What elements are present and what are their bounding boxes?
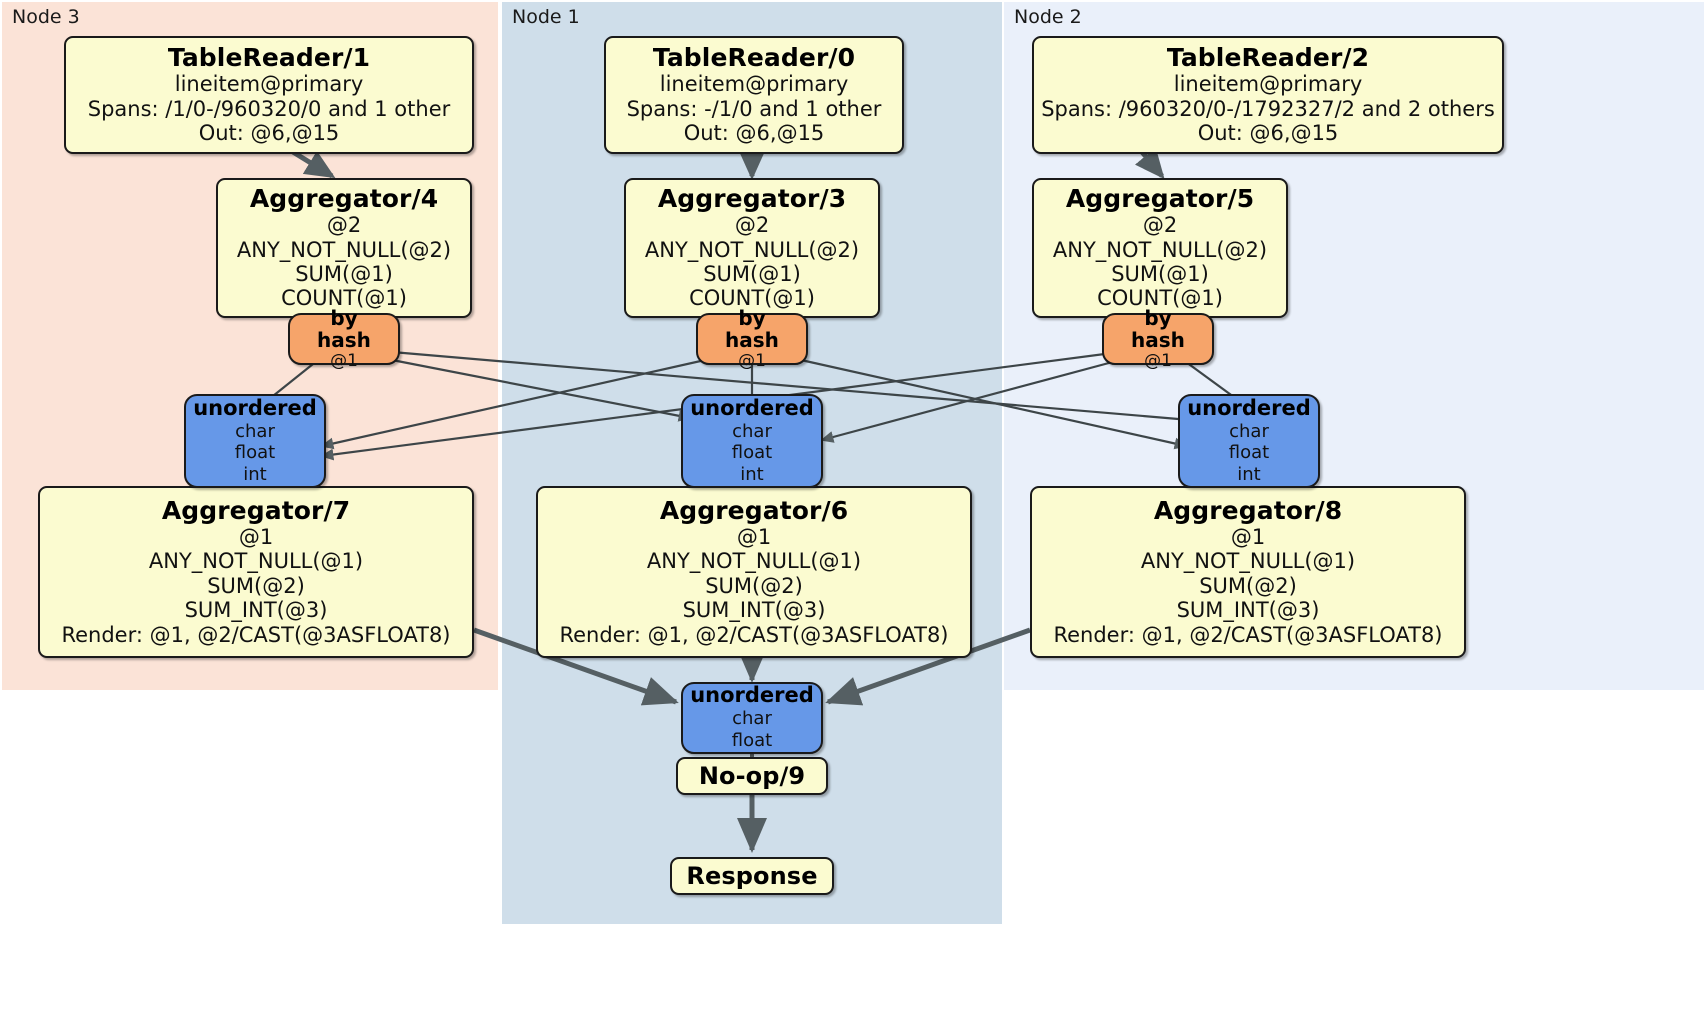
processor-line: lineitem@primary [659, 72, 849, 97]
processor-title: Aggregator/3 [657, 184, 847, 214]
synchronizer-unordered-node1[interactable]: unordered char float int [681, 394, 823, 488]
processor-title: Aggregator/6 [659, 496, 849, 526]
router-title: by hash [725, 305, 779, 353]
processor-title: Response [686, 861, 818, 890]
synchronizer-title: unordered [690, 395, 814, 420]
synchronizer-title: unordered [193, 395, 317, 420]
processor-line: ANY_NOT_NULL(@1) [646, 549, 862, 574]
processor-render-line: Render: @1, @2/CAST(@3ASFLOAT8) [61, 622, 451, 647]
synchronizer-type: int [243, 463, 267, 485]
router-by-hash-node1[interactable]: by hash @1 [696, 307, 808, 370]
synchronizer-title: unordered [1187, 395, 1311, 420]
processor-aggregator-3[interactable]: Aggregator/3 @2 ANY_NOT_NULL(@2) SUM(@1)… [624, 178, 880, 318]
synchronizer-type: char [1229, 420, 1269, 442]
router-line: @1 [738, 350, 766, 371]
processor-line: Out: @6,@15 [1197, 121, 1339, 146]
processor-line: ANY_NOT_NULL(@2) [1052, 237, 1268, 262]
processor-title: TableReader/2 [1166, 43, 1370, 73]
processor-aggregator-8[interactable]: Aggregator/8 @1 ANY_NOT_NULL(@1) SUM(@2)… [1030, 486, 1466, 658]
processor-title: Aggregator/5 [1065, 184, 1255, 214]
processor-render-line: Render: @1, @2/CAST(@3ASFLOAT8) [559, 622, 949, 647]
processor-aggregator-4[interactable]: Aggregator/4 @2 ANY_NOT_NULL(@2) SUM(@1)… [216, 178, 472, 318]
processor-line: SUM(@2) [1199, 573, 1297, 598]
processor-line: Out: @6,@15 [683, 121, 825, 146]
synchronizer-unordered-node2[interactable]: unordered char float int [1178, 394, 1320, 488]
processor-noop-9[interactable]: No-op/9 [676, 757, 828, 795]
processor-line: Spans: -/1/0 and 1 other [626, 96, 882, 121]
processor-line: lineitem@primary [1173, 72, 1363, 97]
processor-line: @2 [326, 213, 362, 238]
processor-line: SUM(@1) [1111, 262, 1209, 286]
synchronizer-type: int [740, 463, 764, 485]
processor-line: ANY_NOT_NULL(@1) [1140, 549, 1356, 574]
processor-line: SUM(@1) [295, 262, 393, 286]
processor-tablereader-0[interactable]: TableReader/0 lineitem@primary Spans: -/… [604, 36, 904, 154]
synchronizer-type: char [235, 420, 275, 442]
processor-aggregator-5[interactable]: Aggregator/5 @2 ANY_NOT_NULL(@2) SUM(@1)… [1032, 178, 1288, 318]
synchronizer-type: char [732, 708, 772, 730]
processor-title: Aggregator/4 [249, 184, 439, 214]
processor-render-line: Render: @1, @2/CAST(@3ASFLOAT8) [1053, 622, 1443, 647]
synchronizer-type: float [234, 442, 276, 464]
router-title: by hash [317, 305, 371, 353]
processor-line: COUNT(@1) [1097, 286, 1223, 311]
processor-aggregator-7[interactable]: Aggregator/7 @1 ANY_NOT_NULL(@1) SUM(@2)… [38, 486, 474, 658]
panel-node-2-label: Node 2 [1014, 6, 1082, 28]
router-by-hash-node3[interactable]: by hash @1 [288, 307, 400, 370]
router-line: @1 [1144, 350, 1172, 371]
synchronizer-type: float [731, 729, 773, 751]
processor-title: Aggregator/7 [161, 496, 351, 526]
processor-line: @1 [1230, 525, 1266, 550]
router-by-hash-node2[interactable]: by hash @1 [1102, 307, 1214, 370]
processor-title: Aggregator/8 [1153, 496, 1343, 526]
processor-line: SUM_INT(@3) [682, 598, 826, 623]
processor-title: TableReader/1 [167, 43, 371, 73]
synchronizer-type: char [732, 420, 772, 442]
processor-line: ANY_NOT_NULL(@2) [644, 237, 860, 262]
synchronizer-type: float [731, 442, 773, 464]
processor-line: COUNT(@1) [281, 286, 407, 311]
processor-line: @1 [238, 525, 274, 550]
synchronizer-unordered-final[interactable]: unordered char float [681, 682, 823, 754]
processor-line: @2 [734, 213, 770, 238]
panel-node-3-label: Node 3 [12, 6, 80, 28]
processor-tablereader-1[interactable]: TableReader/1 lineitem@primary Spans: /1… [64, 36, 474, 154]
processor-line: COUNT(@1) [689, 286, 815, 311]
processor-line: SUM(@2) [207, 573, 305, 598]
processor-response[interactable]: Response [670, 857, 834, 895]
synchronizer-title: unordered [690, 683, 814, 708]
processor-line: Spans: /1/0-/960320/0 and 1 other [87, 96, 451, 121]
processor-line: SUM_INT(@3) [1176, 598, 1320, 623]
router-line: @1 [330, 350, 358, 371]
processor-line: @1 [736, 525, 772, 550]
processor-line: SUM_INT(@3) [184, 598, 328, 623]
processor-aggregator-6[interactable]: Aggregator/6 @1 ANY_NOT_NULL(@1) SUM(@2)… [536, 486, 972, 658]
processor-line: Spans: /960320/0-/1792327/2 and 2 others [1041, 96, 1495, 121]
processor-line: lineitem@primary [174, 72, 364, 97]
processor-tablereader-2[interactable]: TableReader/2 lineitem@primary Spans: /9… [1032, 36, 1504, 154]
processor-line: SUM(@2) [705, 573, 803, 598]
processor-line: @2 [1142, 213, 1178, 238]
processor-line: Out: @6,@15 [198, 121, 340, 146]
router-title: by hash [1131, 305, 1185, 353]
synchronizer-type: int [1237, 463, 1261, 485]
synchronizer-type: float [1228, 442, 1270, 464]
processor-title: No-op/9 [698, 761, 806, 790]
processor-title: TableReader/0 [652, 43, 856, 73]
panel-node-1-label: Node 1 [512, 6, 580, 28]
processor-line: SUM(@1) [703, 262, 801, 286]
processor-line: ANY_NOT_NULL(@1) [148, 549, 364, 574]
processor-line: ANY_NOT_NULL(@2) [236, 237, 452, 262]
synchronizer-unordered-node3[interactable]: unordered char float int [184, 394, 326, 488]
